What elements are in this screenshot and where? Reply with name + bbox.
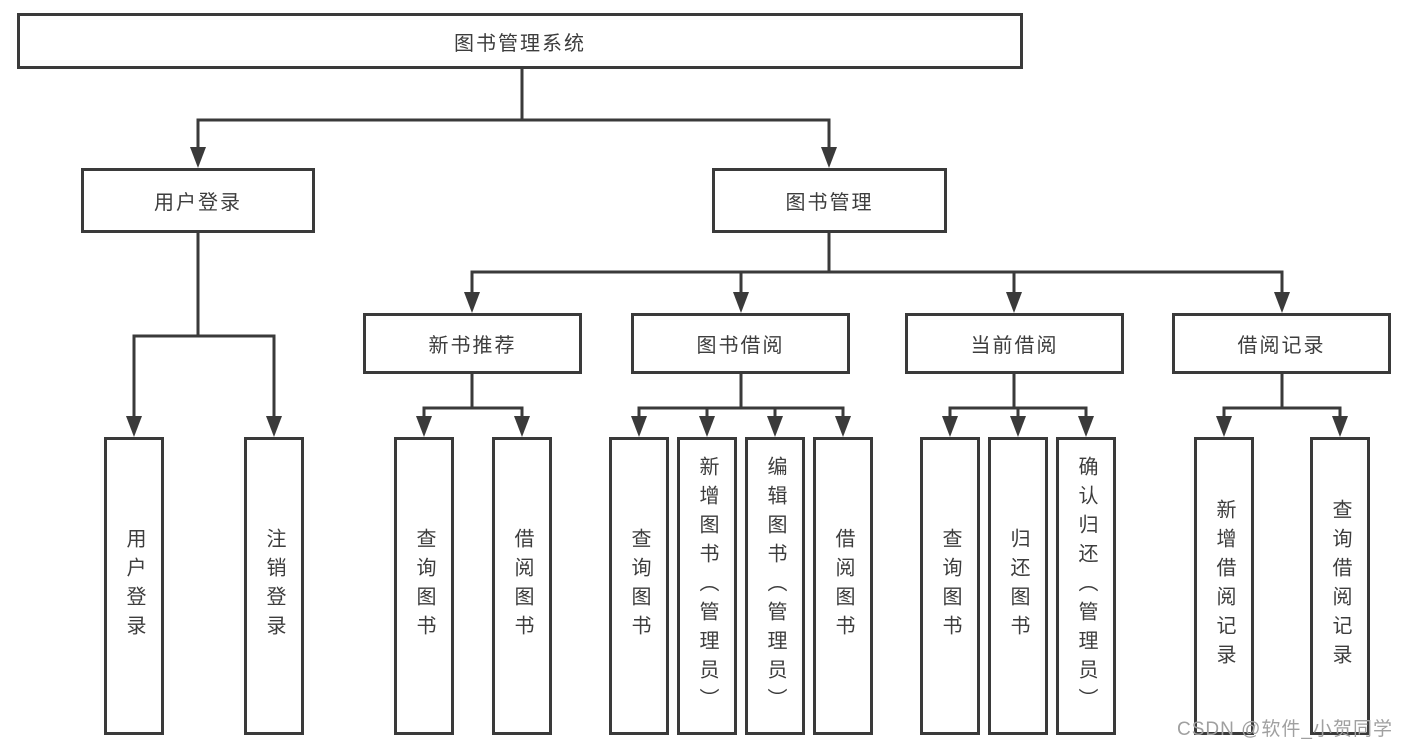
leaf-user-login-label: 用户登录 (123, 528, 145, 644)
arrowhead-down-icon (1274, 292, 1290, 313)
watermark: CSDN @软件_小贺同学 (1177, 719, 1393, 740)
arrowhead-down-icon (126, 416, 142, 437)
node-user-login: 用户登录 (81, 168, 315, 233)
leaf-confirm-return-admin-label: 确认归还（管理员） (1075, 455, 1097, 717)
leaf-borrow-books-label: 借阅图书 (832, 528, 854, 644)
leaf-return-books-label: 归还图书 (1007, 528, 1029, 644)
arrowhead-down-icon (416, 416, 432, 437)
node-book-borrow-label: 图书借阅 (696, 335, 785, 357)
node-book-borrow: 图书借阅 (631, 313, 850, 374)
arrowhead-down-icon (1216, 416, 1232, 437)
leaf-add-borrow-record-label: 新增借阅记录 (1213, 499, 1235, 673)
node-user-login-label: 用户登录 (154, 192, 242, 214)
leaf-borrow-books-recommend: 借阅图书 (492, 437, 552, 735)
leaf-logout: 注销登录 (244, 437, 304, 735)
node-current-borrow-label: 当前借阅 (970, 335, 1059, 357)
arrowhead-down-icon (266, 416, 282, 437)
arrowhead-down-icon (733, 292, 749, 313)
node-current-borrow: 当前借阅 (905, 313, 1124, 374)
arrowhead-down-icon (1332, 416, 1348, 437)
leaf-confirm-return-admin: 确认归还（管理员） (1056, 437, 1116, 735)
leaf-add-books-admin-label: 新增图书（管理员） (696, 455, 718, 717)
leaf-add-books-admin: 新增图书（管理员） (677, 437, 737, 735)
leaf-query-books-recommend-label: 查询图书 (413, 528, 435, 644)
node-root-label: 图书管理系统 (454, 32, 586, 55)
arrowhead-down-icon (1010, 416, 1026, 437)
node-new-book-recommend: 新书推荐 (363, 313, 582, 374)
leaf-logout-label: 注销登录 (263, 528, 285, 644)
leaf-add-borrow-record: 新增借阅记录 (1194, 437, 1254, 735)
leaf-edit-books-admin: 编辑图书（管理员） (745, 437, 805, 735)
leaf-edit-books-admin-label: 编辑图书（管理员） (764, 455, 786, 717)
node-book-management-label: 图书管理 (785, 192, 874, 214)
leaf-query-borrow-record: 查询借阅记录 (1310, 437, 1370, 735)
arrowhead-down-icon (1006, 292, 1022, 313)
arrowhead-down-icon (767, 416, 783, 437)
node-root: 图书管理系统 (17, 13, 1023, 69)
arrowhead-down-icon (835, 416, 851, 437)
arrowhead-down-icon (942, 416, 958, 437)
arrowhead-down-icon (631, 416, 647, 437)
leaf-borrow-books-recommend-label: 借阅图书 (511, 528, 533, 644)
arrowhead-down-icon (190, 147, 206, 168)
leaf-user-login: 用户登录 (104, 437, 164, 735)
arrowhead-down-icon (699, 416, 715, 437)
arrowhead-down-icon (1078, 416, 1094, 437)
node-borrow-record-label: 借阅记录 (1237, 335, 1326, 357)
leaf-return-books: 归还图书 (988, 437, 1048, 735)
arrowhead-down-icon (821, 147, 837, 168)
leaf-borrow-books: 借阅图书 (813, 437, 873, 735)
arrowhead-down-icon (464, 292, 480, 313)
leaf-query-books-current-label: 查询图书 (939, 528, 961, 644)
node-new-book-recommend-label: 新书推荐 (428, 335, 517, 357)
leaf-query-books-recommend: 查询图书 (394, 437, 454, 735)
node-borrow-record: 借阅记录 (1172, 313, 1391, 374)
leaf-query-borrow-record-label: 查询借阅记录 (1329, 499, 1351, 673)
leaf-query-books-borrow: 查询图书 (609, 437, 669, 735)
arrowhead-down-icon (514, 416, 530, 437)
leaf-query-books-borrow-label: 查询图书 (628, 528, 650, 644)
node-book-management: 图书管理 (712, 168, 947, 233)
leaf-query-books-current: 查询图书 (920, 437, 980, 735)
